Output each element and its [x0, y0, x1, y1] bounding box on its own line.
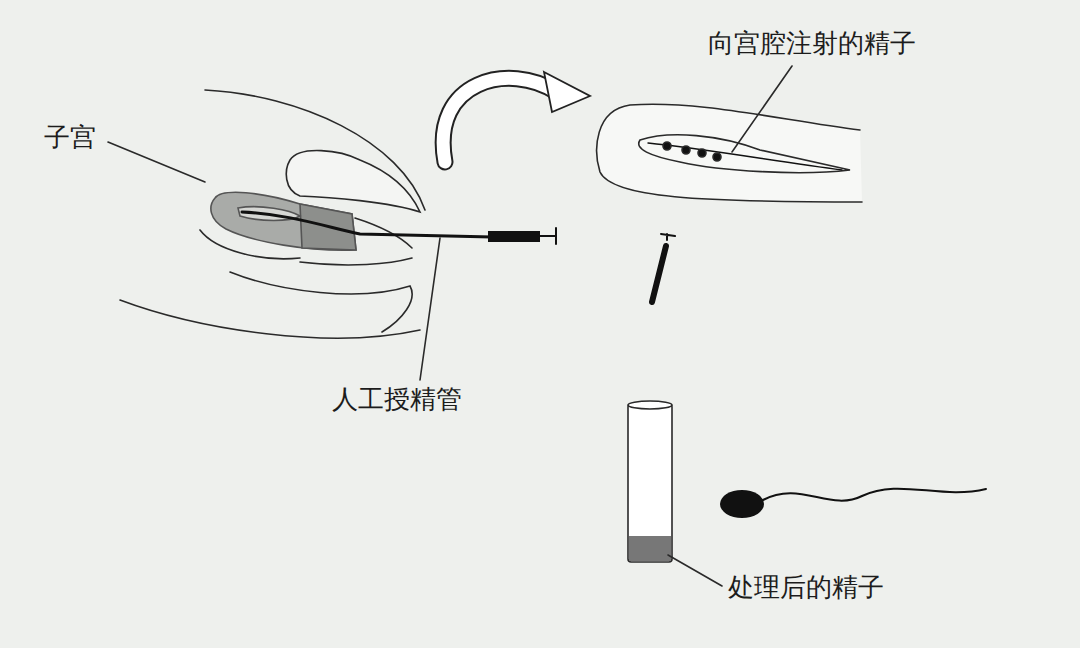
part-label: 子宫 [44, 122, 96, 153]
bladder [286, 151, 420, 212]
syringe-small-cap [661, 234, 675, 240]
syringe-small [652, 246, 666, 302]
catheter [242, 212, 492, 237]
catheter-enlarged [648, 143, 842, 170]
rectum [230, 272, 412, 332]
leader-line [668, 555, 722, 586]
body-outline [120, 300, 420, 338]
part-label: 人工授精管 [332, 384, 462, 415]
leader-line [420, 238, 440, 380]
part-label: 向宫腔注射的精子 [708, 28, 916, 59]
zoom-arrow [443, 78, 556, 162]
syringe [488, 231, 540, 242]
sperm-sample [629, 536, 671, 561]
sperm-dot [663, 142, 671, 150]
sperm-dot [713, 153, 721, 161]
sperm-head [720, 490, 764, 518]
leader-line [732, 66, 792, 152]
sperm-tail [763, 489, 986, 501]
zoom-arrow [443, 78, 556, 162]
uterus-enlarged [597, 104, 862, 202]
sperm-dot [698, 149, 706, 157]
test-tube-rim [628, 401, 672, 409]
part-label: 处理后的精子 [728, 572, 884, 603]
uterus [211, 192, 356, 250]
uterine-cavity-enlarged [639, 135, 850, 173]
vaginal-wall [300, 258, 412, 265]
sperm-dot [682, 146, 690, 154]
zoom-arrowhead [544, 72, 590, 112]
leader-line [108, 142, 205, 182]
syringe-plunger [540, 228, 556, 244]
test-tube [628, 404, 672, 562]
